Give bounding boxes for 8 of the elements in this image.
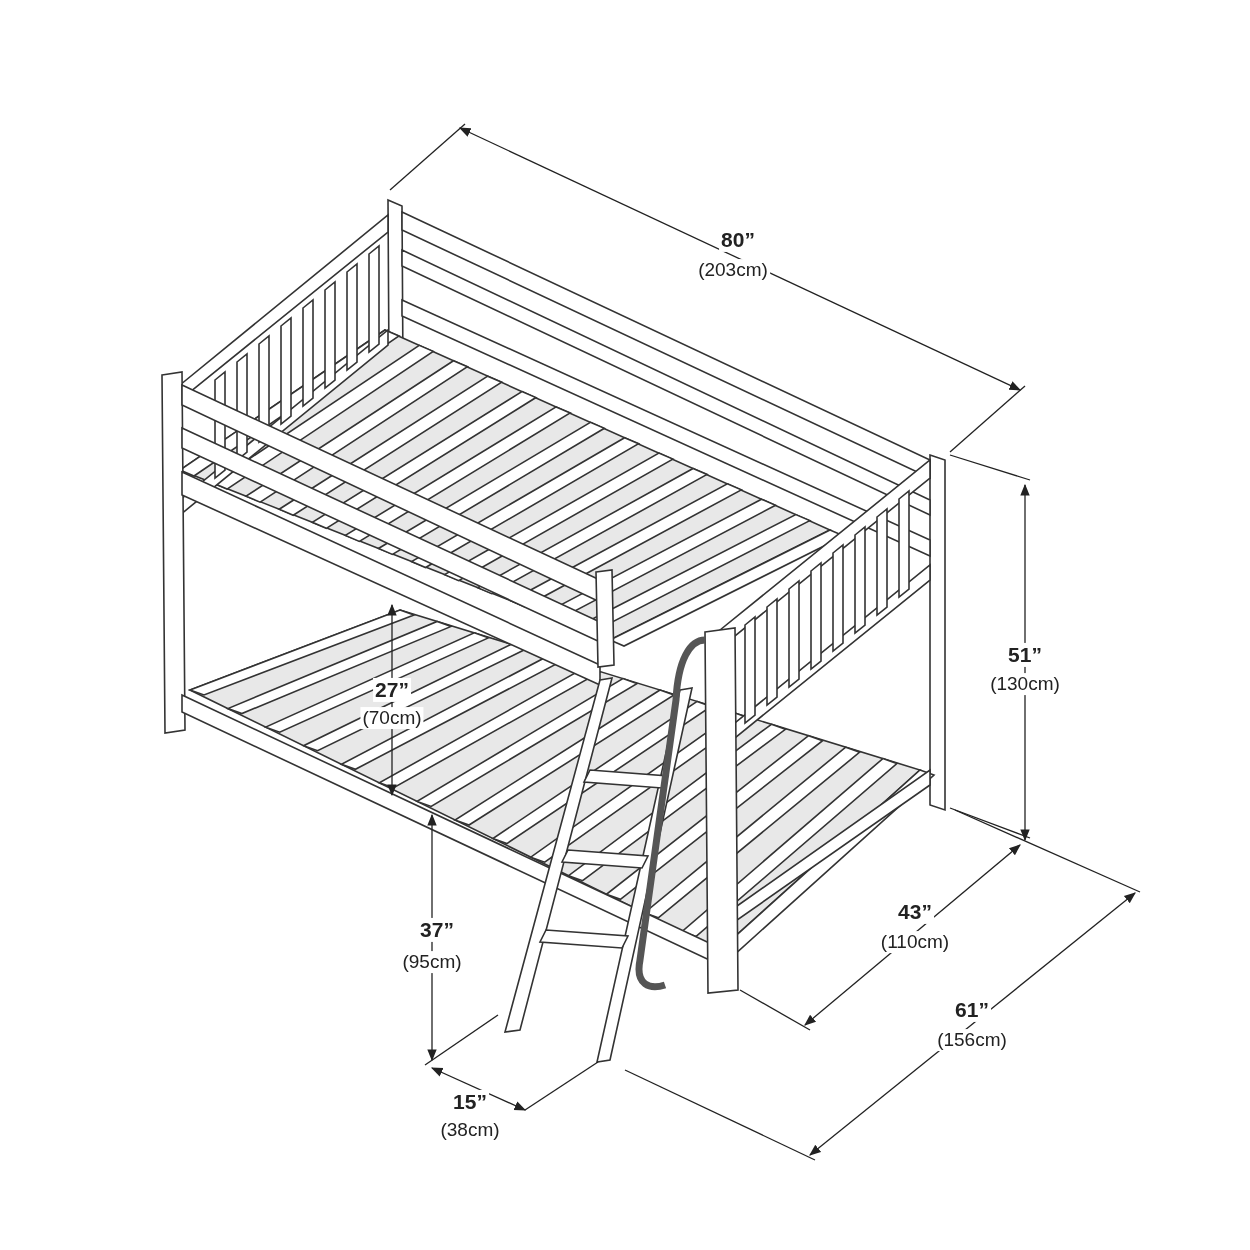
metric-dimension: (95cm)	[400, 951, 464, 973]
dimension-value: 51”	[1006, 642, 1044, 668]
dimension-value: 37”	[418, 917, 456, 943]
metric-dimension: (156cm)	[935, 1029, 1009, 1051]
dimension-value: 27”	[373, 677, 411, 703]
metric-dimension: (70cm)	[360, 707, 424, 729]
metric-dimension: (203cm)	[696, 259, 770, 281]
metric-dimension: (130cm)	[988, 673, 1062, 695]
